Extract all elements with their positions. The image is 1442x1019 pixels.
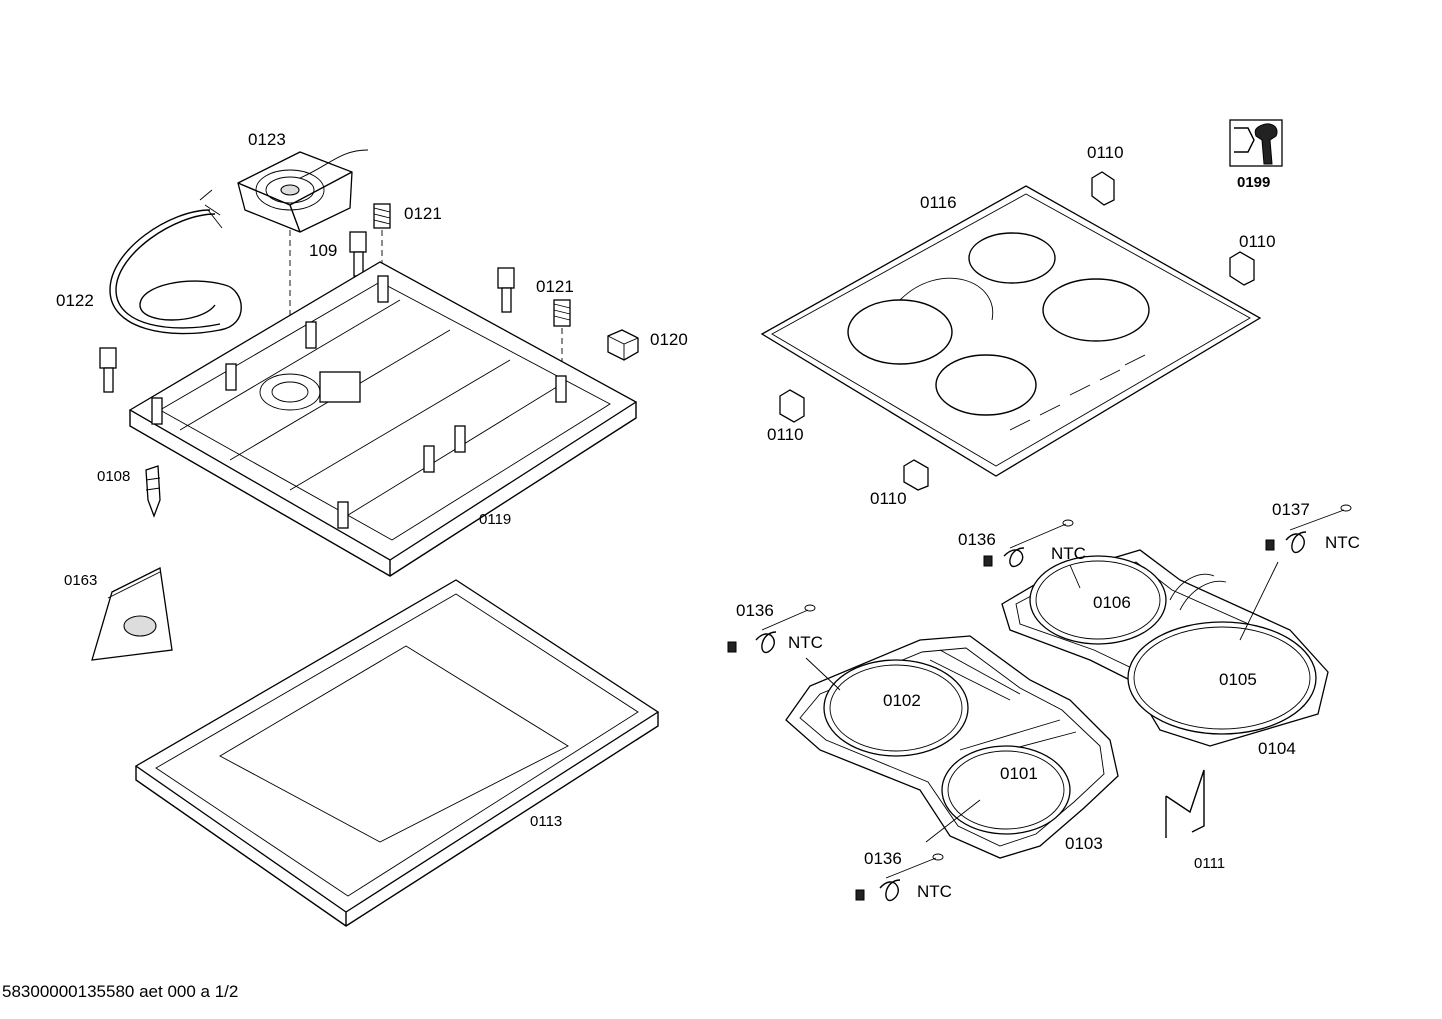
clip-part-0108 [145, 465, 161, 518]
ntc-sensor-0137 [1265, 504, 1352, 553]
callout-0106: 0106 [1093, 593, 1131, 612]
callout-ntc-top: NTC [1051, 544, 1086, 563]
coil-part-0106 [1029, 555, 1167, 645]
callout-0121-top: 0121 [404, 204, 442, 223]
callout-ntc-right: NTC [1325, 533, 1360, 552]
callout-0123: 0123 [248, 130, 286, 149]
callout-0104: 0104 [1258, 739, 1296, 758]
callout-0136-left: 0136 [736, 601, 774, 620]
callout-0113: 0113 [530, 813, 563, 830]
callout-0108: 0108 [97, 468, 131, 485]
callout-ntc-left: NTC [788, 633, 823, 652]
callout-0137: 0137 [1272, 500, 1310, 519]
callout-0110-top: 0110 [1087, 143, 1124, 162]
callout-0163: 0163 [64, 572, 98, 589]
callout-0110-right: 0110 [1239, 232, 1276, 251]
frame-part-0113 [134, 579, 660, 927]
coil-part-0102 [823, 659, 969, 757]
housing-part-0119 [128, 261, 638, 577]
leader-lines [805, 561, 1279, 843]
foot-part-109 [99, 231, 515, 393]
document-footer: 58300000135580 aet 000 a 1/2 [2, 982, 239, 1001]
callout-0122: 0122 [56, 291, 94, 310]
callout-0103: 0103 [1065, 834, 1103, 853]
callout-0111: 0111 [1194, 855, 1226, 872]
ntc-sensor-0136-top [983, 519, 1074, 568]
glass-top-part-0116 [760, 185, 1262, 477]
callout-0116: 0116 [920, 193, 957, 212]
callout-109: 109 [309, 241, 338, 260]
callout-0102: 0102 [883, 691, 921, 710]
bracket-part-0110 [779, 171, 1255, 491]
callout-0136-bottom: 0136 [864, 849, 902, 868]
connector-part-0120 [607, 329, 639, 361]
spring-part-0121-right [553, 299, 571, 378]
callout-0105: 0105 [1219, 670, 1257, 689]
callout-0101: 0101 [1000, 764, 1038, 783]
coil-part-0101 [941, 745, 1071, 835]
callout-0110-bottom: 0110 [870, 489, 907, 508]
callout-ntc-bottom: NTC [917, 882, 952, 901]
callout-0110-left: 0110 [767, 425, 804, 444]
tray-part-0103 [785, 635, 1119, 859]
ntc-sensor-0136-left [727, 604, 816, 653]
callout-0199: 0199 [1237, 174, 1271, 191]
cable-part-0122 [109, 189, 242, 335]
callout-0120: 0120 [650, 330, 688, 349]
callout-0119: 0119 [479, 511, 512, 528]
callout-0121-right: 0121 [536, 277, 574, 296]
fan-part-0123 [237, 149, 369, 380]
bracket-part-0111 [1165, 769, 1205, 838]
service-wrench-icon [1229, 119, 1283, 167]
callout-0136-top: 0136 [958, 530, 996, 549]
label-card-part-0163 [91, 567, 173, 661]
ntc-sensor-0136-bottom [855, 853, 944, 901]
coil-part-0105 [1127, 621, 1317, 735]
